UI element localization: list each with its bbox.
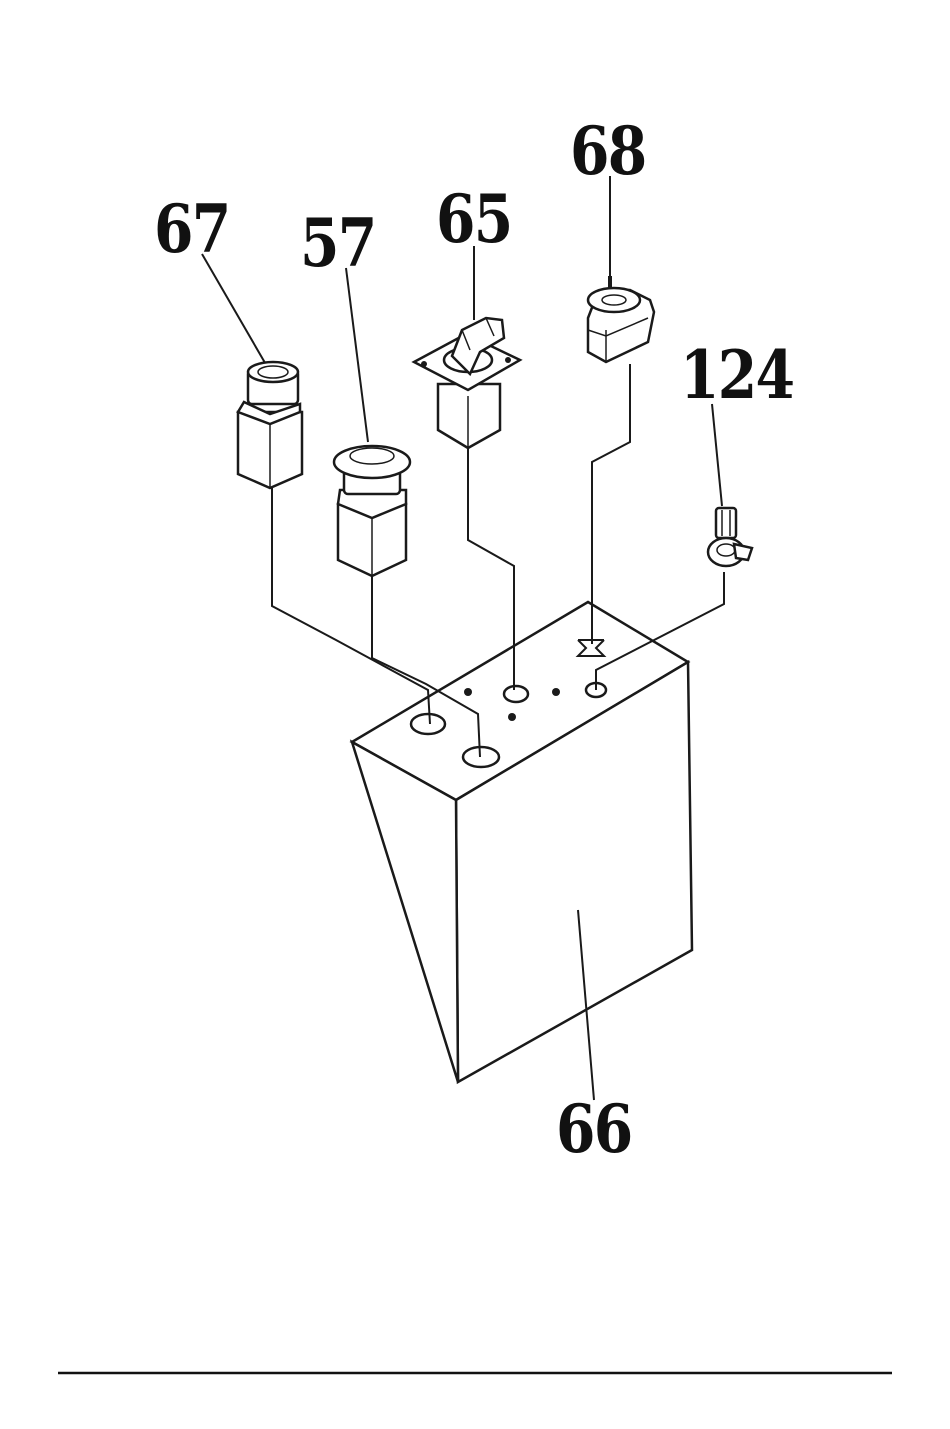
label-67: 67: [154, 196, 230, 262]
housing-hole-65: [504, 686, 528, 702]
part-67-hex-fitting: [238, 362, 302, 488]
label-124: 124: [680, 342, 793, 408]
housing-hole-57: [463, 747, 499, 767]
part-65-lever-valve: [414, 318, 520, 448]
part-68-elbow-nozzle: [588, 276, 654, 362]
housing-hole-67: [411, 714, 445, 734]
label-65: 65: [436, 186, 512, 252]
part-57-cap-fitting: [334, 446, 410, 576]
label-57: 57: [300, 210, 376, 276]
label-68: 68: [570, 118, 646, 184]
label-66: 66: [556, 1096, 632, 1162]
part-124-connector: [708, 508, 752, 566]
